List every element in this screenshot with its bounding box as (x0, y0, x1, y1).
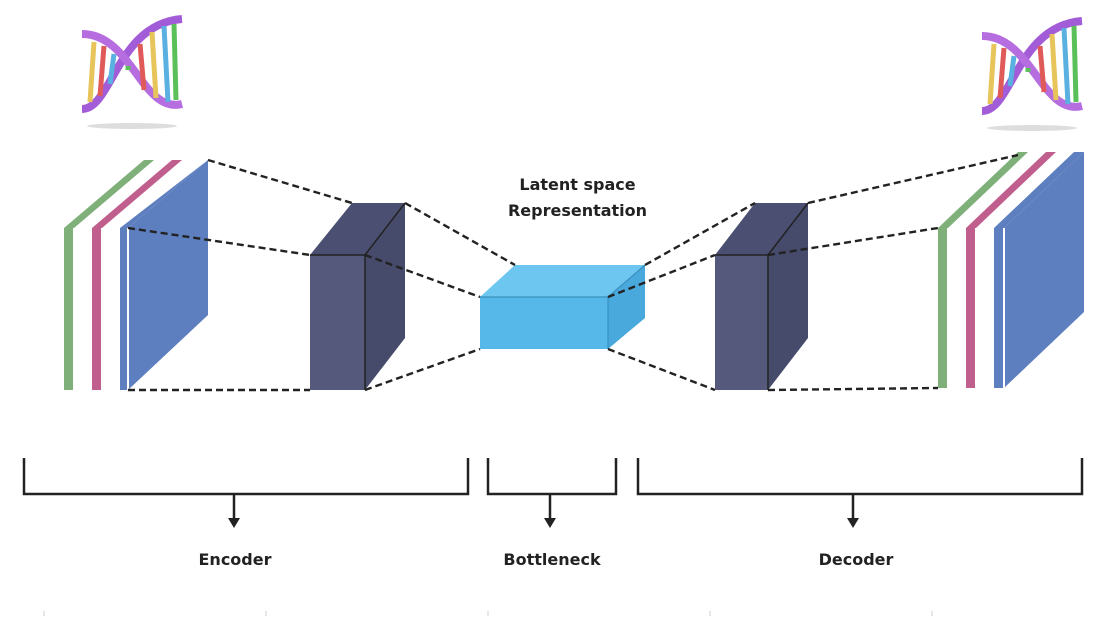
latent-label-line2: Representation (507, 201, 648, 220)
decoder-block-side (768, 203, 808, 390)
encoder-block-top (310, 203, 405, 255)
input-layers (64, 160, 208, 390)
decoder-block-front (715, 255, 768, 390)
encoder-block-front (310, 255, 365, 390)
latent-block-side (608, 265, 645, 349)
decoder-block (715, 202, 809, 390)
latent-block-top (480, 265, 645, 297)
bottleneck-label: Bottleneck (503, 550, 601, 569)
input-layer-pink-top (92, 160, 182, 228)
latent-label-line1: Latent space (519, 175, 636, 194)
connection-lines (127, 153, 1019, 392)
output-layer-blue (994, 152, 1084, 228)
input-layer-main (128, 160, 208, 390)
latent-block (480, 264, 646, 349)
output-layer-pink (966, 228, 976, 388)
encoder-block (310, 202, 406, 390)
output-layer-green (938, 152, 1028, 228)
decoder-label: Decoder (818, 550, 894, 569)
input-layer-blue (120, 160, 208, 228)
latent-block-front (480, 297, 608, 349)
dna-icon-left (82, 19, 182, 129)
output-layer-pink-top (966, 152, 1056, 228)
encoder-label: Encoder (198, 550, 272, 569)
decoder-block-top (715, 203, 808, 255)
output-layers (938, 152, 1084, 388)
encoder-block-side (365, 203, 405, 390)
output-layer-blue-face (994, 228, 1004, 388)
dna-icon-right (982, 21, 1082, 131)
encoder-bracket (22, 458, 470, 528)
input-layer-green-face (64, 228, 74, 390)
output-layer-main (1004, 152, 1084, 388)
bottleneck-bracket (486, 458, 618, 528)
input-layer-green (64, 160, 154, 228)
input-layer-pink (92, 228, 102, 390)
output-layer-green-face (938, 228, 948, 388)
decoder-bracket (636, 458, 1084, 528)
input-layer-blue-face (120, 228, 128, 390)
bottom-ticks (43, 611, 933, 616)
latent-space-label: Latent space Representation (490, 172, 665, 224)
